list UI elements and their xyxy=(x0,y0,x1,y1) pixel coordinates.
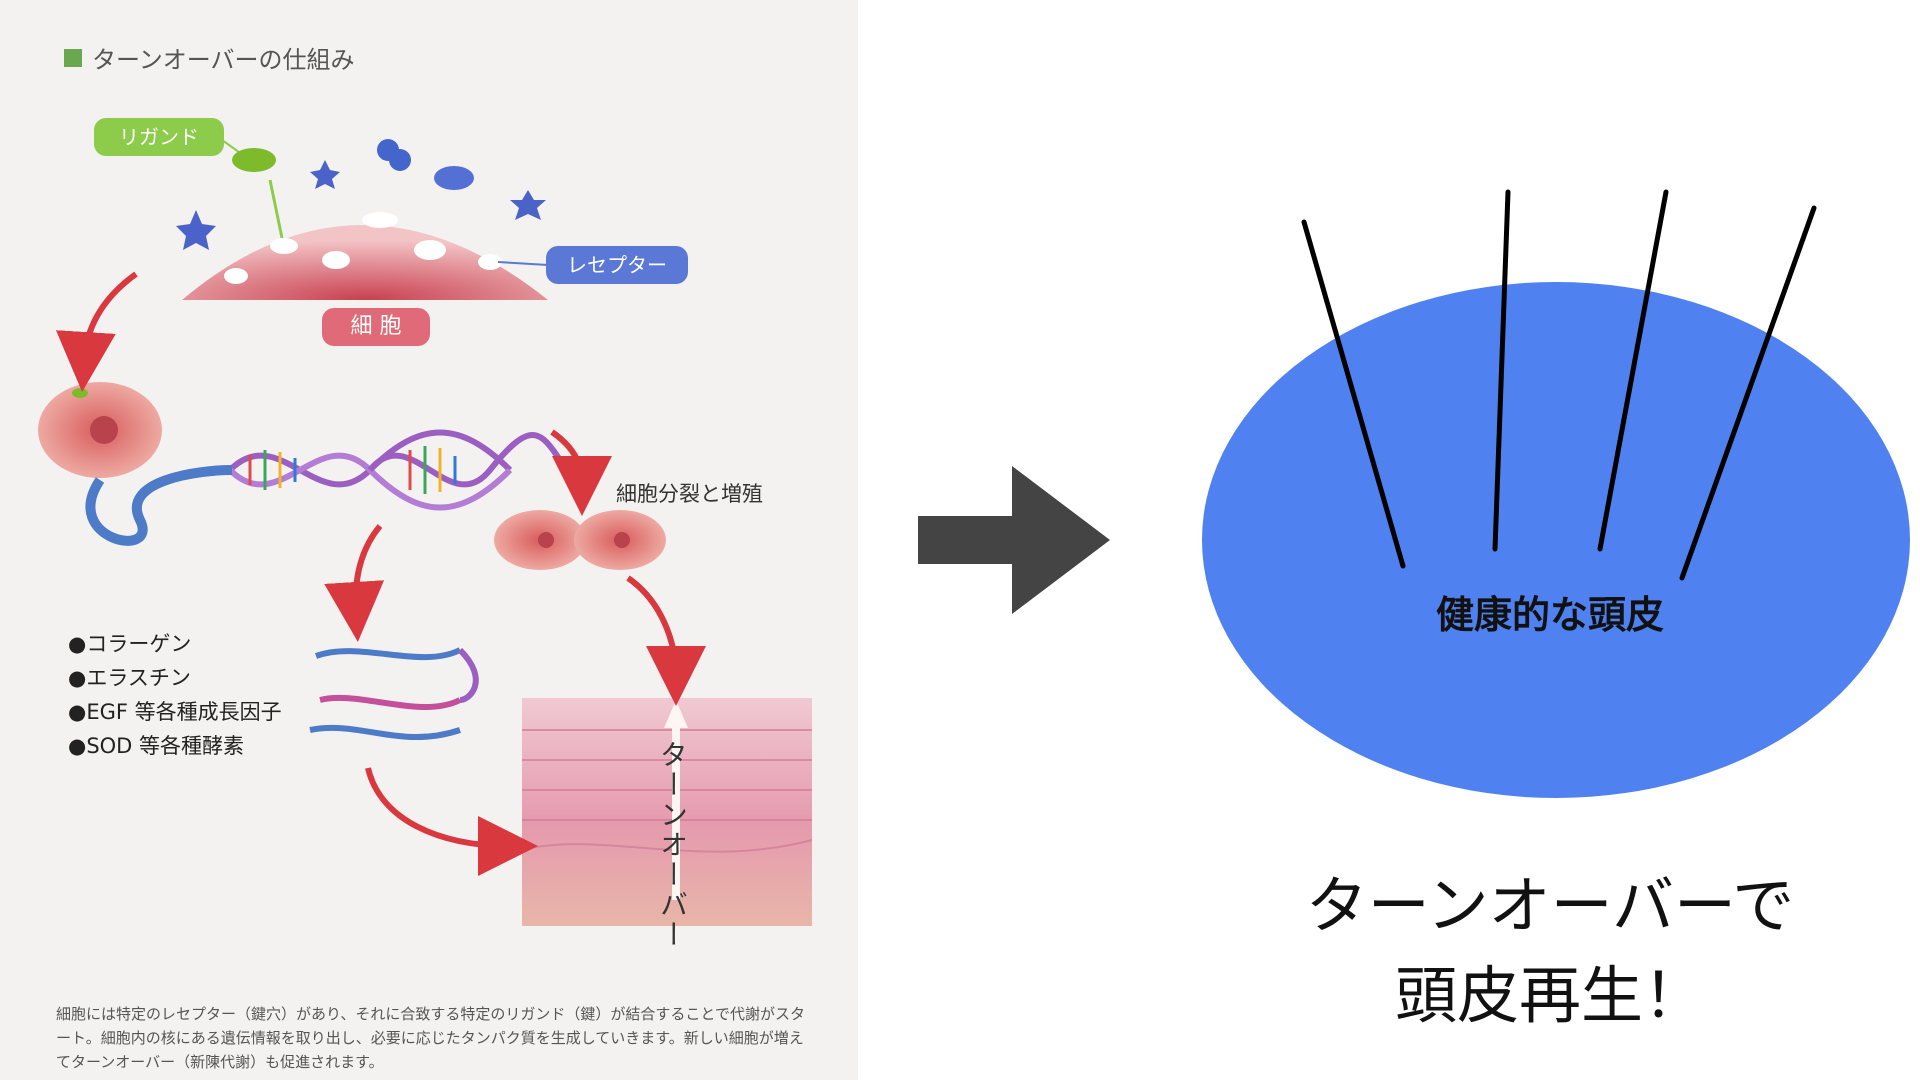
figure-caption: 細胞には特定のレセプター（鍵穴）があり、それに合致する特定のリガンド（鍵）が結合… xyxy=(56,1005,805,1071)
ligand-label: リガンド xyxy=(94,118,224,156)
title-square-icon xyxy=(64,48,82,67)
bullet-elastin: ●エラスチン xyxy=(68,666,191,690)
division-label: 細胞分裂と増殖 xyxy=(616,482,763,506)
cell-label: 細 胞 xyxy=(322,308,430,346)
figure-title: ターンオーバーの仕組み xyxy=(64,40,355,75)
bullet-collagen: ●コラーゲン xyxy=(68,632,192,656)
protein-structure xyxy=(309,647,479,740)
turnover-arrow xyxy=(664,700,688,900)
receptor-label: レセプター xyxy=(546,246,688,284)
bound-ligand xyxy=(72,388,88,398)
protein-chain xyxy=(85,465,233,546)
receptor-spots xyxy=(224,212,502,284)
ligand-molecules xyxy=(176,139,546,250)
bullet-egf: ●EGF 等各種成長因子 xyxy=(68,700,282,724)
healthy-scalp-label: 健康的な頭皮 xyxy=(1435,593,1664,637)
message-line-2: 頭皮再生！ xyxy=(1394,959,1705,1032)
dividing-cells xyxy=(494,510,666,570)
hair-strands xyxy=(1301,189,1817,581)
ligand-binding-line xyxy=(268,179,284,239)
message-line-1: ターンオーバーで xyxy=(1305,869,1795,942)
scalp-ellipse xyxy=(1202,282,1910,798)
transition-arrow xyxy=(918,466,1110,614)
flow-arrows xyxy=(55,271,706,876)
skin-cross-section xyxy=(522,698,812,926)
turnover-vertical-label: ターンオーバー xyxy=(656,740,689,950)
skin-cell-layers xyxy=(521,729,813,853)
bullet-sod: ●SOD 等各種酵素 xyxy=(68,734,245,758)
figure-title-text: ターンオーバーの仕組み xyxy=(92,46,355,74)
dna-helix xyxy=(227,429,563,511)
receptor-pointer xyxy=(497,261,549,266)
cell-nucleus xyxy=(90,416,118,444)
